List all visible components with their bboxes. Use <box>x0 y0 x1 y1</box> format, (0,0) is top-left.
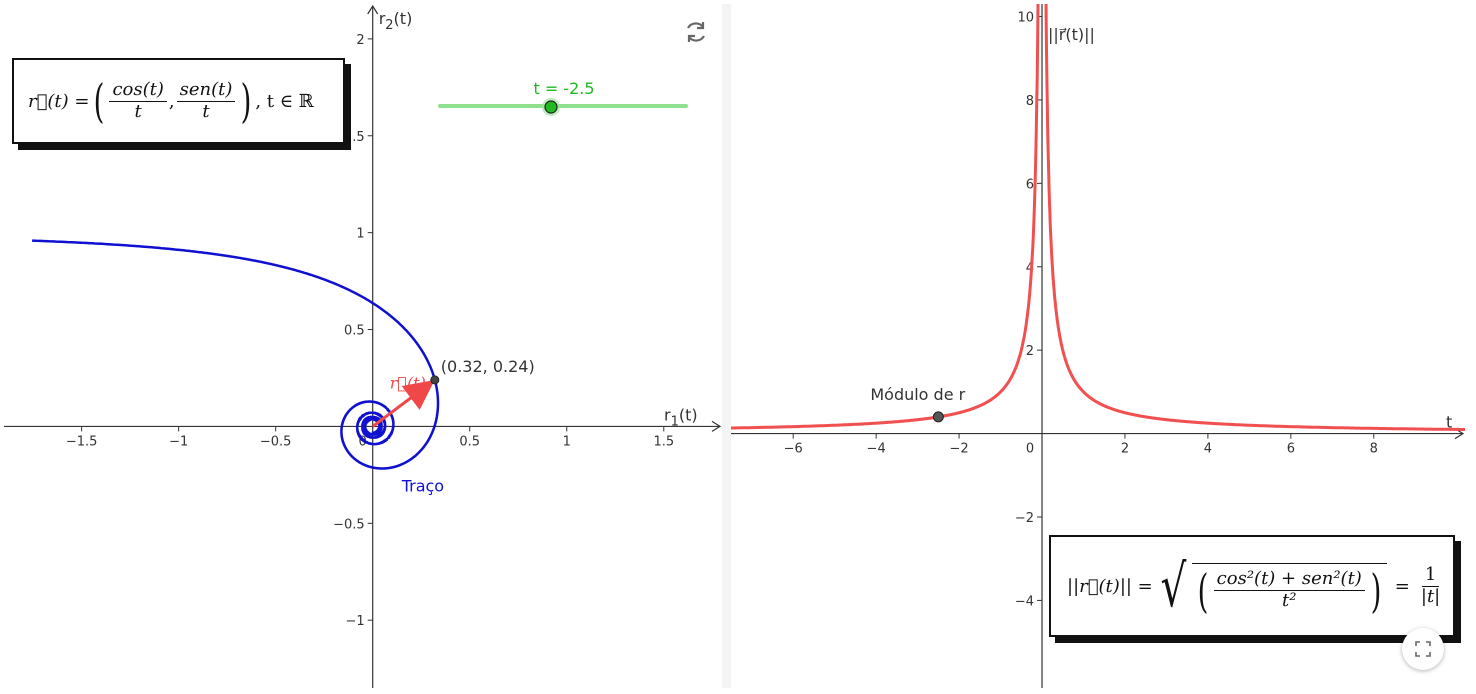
y-tick-label: 4 <box>1026 261 1034 276</box>
fraction-y-den: t <box>202 100 210 122</box>
modulus-plot[interactable]: −6 −4 −2 0 2 4 6 8 10 8 6 4 2 −2 −4 Módulo de r ||r⃗(t… <box>731 4 1465 688</box>
comma: , <box>168 90 175 112</box>
x-tick-label: 1 <box>563 434 571 449</box>
panel-divider[interactable] <box>722 4 731 688</box>
fraction-y: sen(t) t <box>176 79 236 122</box>
point-coordinate-label: (0.32, 0.24) <box>441 357 535 376</box>
fullscreen-icon <box>1415 641 1431 657</box>
x-tick-label: 0 <box>1026 442 1034 457</box>
y-tick-label: 10 <box>1017 11 1034 26</box>
sqrt: √ ( cos²(t) + sen²(t) t² ) <box>1155 557 1387 615</box>
modulus-formula: ||r⃗(t)|| = √ ( cos²(t) + sen²(t) t² ) =… <box>1049 535 1455 637</box>
modulus-fraction: cos²(t) + sen²(t) t² <box>1213 569 1365 611</box>
vector-label: r⃗(t) <box>390 373 426 392</box>
x-axis-title: t <box>1446 413 1452 432</box>
y-axis-title: ||r⃗(t)|| <box>1048 25 1095 44</box>
modulus-formula-lhs: ||r⃗(t)|| = <box>1067 575 1153 597</box>
modulus-point-label: Módulo de r <box>870 385 965 404</box>
x-axis-title: r1(t) <box>664 405 698 429</box>
y-axis-title: r2(t) <box>379 9 413 33</box>
trace-label: Traço <box>401 476 444 495</box>
y-tick-label: −4 <box>1015 594 1034 609</box>
fraction-x: cos(t) t <box>109 79 167 122</box>
fraction-x-num: cos(t) <box>109 79 167 102</box>
y-axis-arrow <box>367 4 379 15</box>
y-tick-label: 8 <box>1026 94 1034 109</box>
axes <box>731 4 1465 688</box>
modulus-curve-left <box>731 4 1040 430</box>
y-tick-label: 1.5 <box>344 130 365 145</box>
equals-sign: = <box>1394 575 1410 597</box>
sqrt-body: ( cos²(t) + sen²(t) t² ) <box>1191 563 1387 618</box>
fraction-x-den: t <box>134 100 142 122</box>
y-tick-label: −2 <box>1015 511 1034 526</box>
fullscreen-button[interactable] <box>1402 628 1444 670</box>
x-tick-label: 4 <box>1204 442 1212 457</box>
x-tick-label: 1.5 <box>653 434 674 449</box>
result-fraction: 1 |t| <box>1418 564 1443 607</box>
y-tick-label: 2 <box>1026 344 1034 359</box>
y-tick-label: 2 <box>356 33 364 48</box>
paren-left: ( <box>1197 563 1209 618</box>
modulus-curve-right <box>1044 4 1465 431</box>
x-tick-label: 2 <box>1121 442 1129 457</box>
current-point[interactable] <box>430 375 440 385</box>
x-tick-label: −1.5 <box>66 434 98 449</box>
y-tick-label: −0.5 <box>333 517 365 532</box>
x-tick-label: 6 <box>1287 442 1295 457</box>
result-num: 1 <box>1421 564 1440 587</box>
x-tick-label: 0.5 <box>459 434 480 449</box>
paren-left: ( <box>93 74 104 128</box>
position-vector <box>371 380 435 428</box>
x-tick-label: −0.5 <box>260 434 292 449</box>
t-slider[interactable]: t = -2.5 <box>438 79 688 116</box>
x-tick-label: −1 <box>169 434 188 449</box>
paren-right: ) <box>240 74 252 128</box>
sqrt-sign: √ <box>1160 552 1187 620</box>
modulus-fraction-den: t² <box>1282 590 1297 611</box>
y-tick-label: 0.5 <box>344 324 365 339</box>
vector-function-formula: r⃗(t) = ( cos(t) t , sen(t) t ) , t ∈ ℝ <box>12 58 345 144</box>
right-graphics-view[interactable]: −6 −4 −2 0 2 4 6 8 10 8 6 4 2 −2 −4 Módulo de r ||r⃗(t… <box>731 4 1465 688</box>
y-tick-label: 6 <box>1026 177 1034 192</box>
x-tick-label: −2 <box>949 442 968 457</box>
x-axis-arrow <box>711 420 722 432</box>
slider-knob[interactable] <box>544 100 558 114</box>
modulus-point[interactable] <box>932 411 944 423</box>
slider-label: t = -2.5 <box>533 79 594 98</box>
fraction-y-num: sen(t) <box>176 79 236 102</box>
formula-lhs: r⃗(t) = <box>28 90 90 112</box>
modulus-fraction-num: cos²(t) + sen²(t) <box>1213 569 1365 591</box>
formula-domain: , t ∈ ℝ <box>255 90 314 112</box>
tick-labels: −6 −4 −2 0 2 4 6 8 10 8 6 4 2 −2 −4 <box>784 11 1378 610</box>
trace-curve <box>32 239 440 470</box>
paren-right: ) <box>1370 563 1382 618</box>
x-tick-label: −6 <box>784 442 803 457</box>
x-tick-label: −4 <box>867 442 886 457</box>
y-tick-label: −1 <box>346 614 365 629</box>
x-tick-label: 8 <box>1370 442 1378 457</box>
y-tick-label: 1 <box>356 227 364 242</box>
reset-button[interactable] <box>682 18 710 46</box>
result-den: |t| <box>1420 585 1441 607</box>
reset-icon <box>687 22 705 42</box>
